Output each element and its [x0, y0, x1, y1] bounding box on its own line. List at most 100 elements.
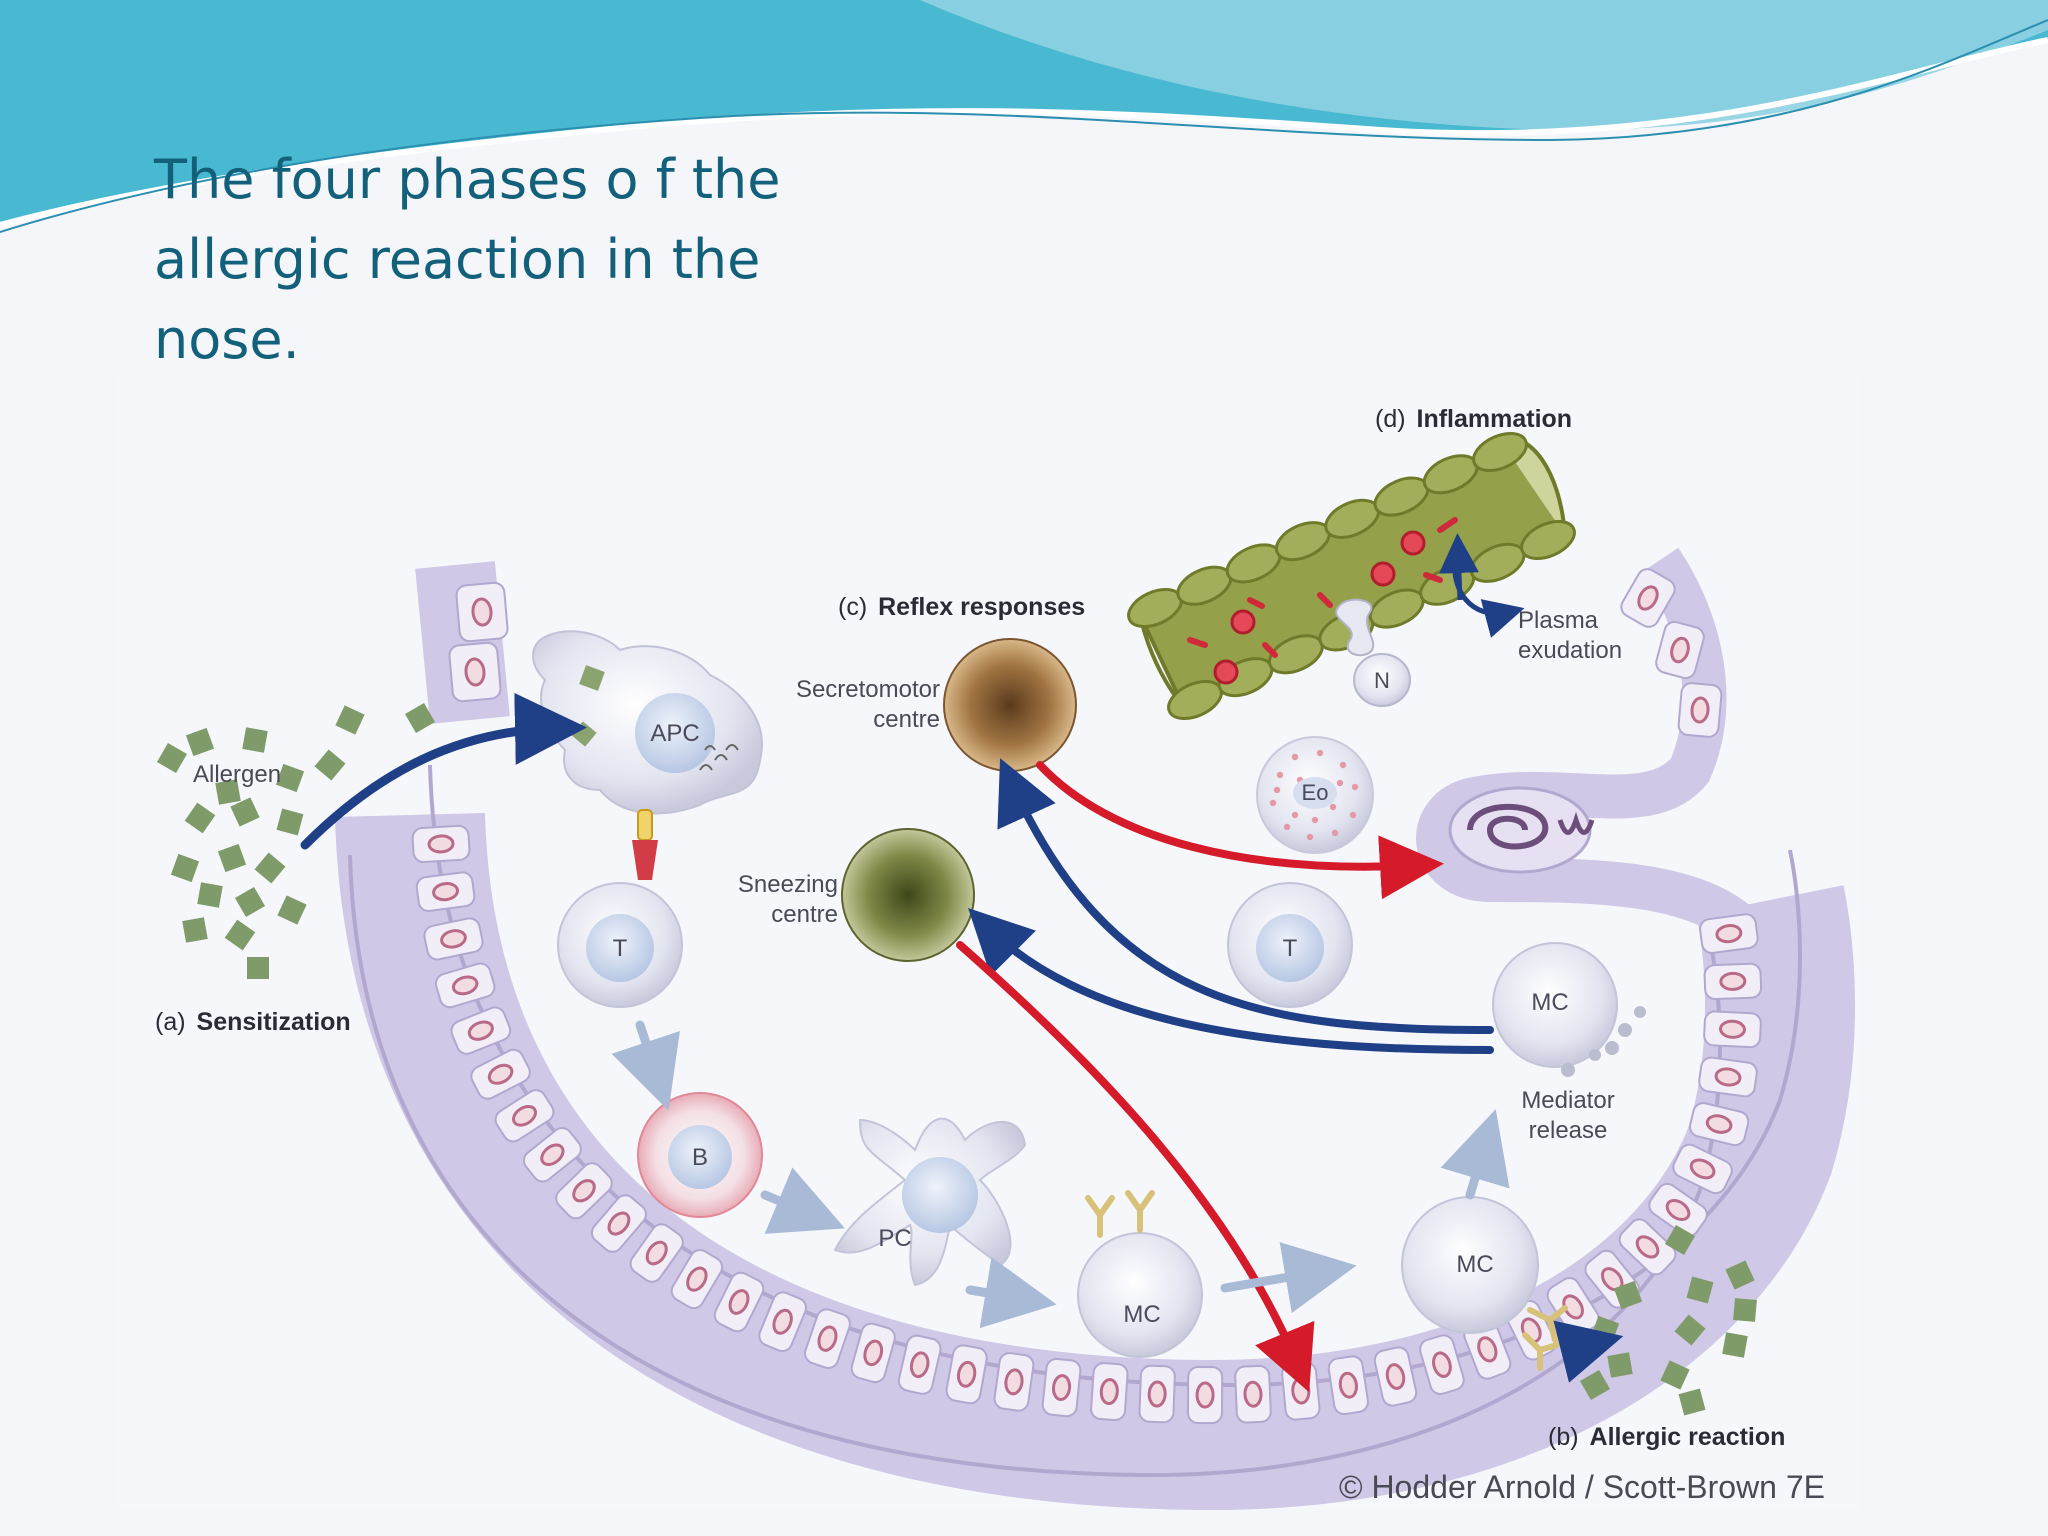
mc-to-mc-arrow — [1220, 1242, 1357, 1314]
phase-b-letter: (b) — [1548, 1423, 1579, 1451]
epithelial-cell — [448, 641, 502, 703]
allergen-particle — [314, 749, 346, 781]
apc-label: APC — [650, 720, 699, 747]
mediator-label-2: release — [1529, 1117, 1608, 1144]
allergen-particle — [1725, 1260, 1755, 1290]
phase-d-letter: (d) — [1375, 405, 1406, 433]
epithelial-cell — [670, 1249, 724, 1310]
allergen-particle — [184, 802, 216, 834]
allergen-particle — [1722, 1332, 1748, 1358]
allergen-particle — [224, 919, 256, 951]
epithelial-cell — [1373, 1346, 1418, 1407]
granule — [1276, 771, 1284, 779]
allergen-particle — [1674, 1314, 1706, 1346]
allergen-particle — [1607, 1352, 1633, 1378]
mast-cell-1-label: MC — [1123, 1301, 1160, 1328]
granule — [1336, 779, 1344, 787]
allergen-label: Allergen — [193, 761, 281, 788]
granule — [1339, 761, 1347, 769]
submucosal-gland — [1448, 786, 1595, 874]
mast-cell-3: MC — [1492, 942, 1646, 1077]
mast-cell-3-label: MC — [1531, 989, 1568, 1016]
blood-vessel — [1127, 431, 1576, 721]
endothelial-cell — [1520, 519, 1576, 561]
phase-b-label: Allergic reaction — [1590, 1423, 1786, 1451]
secretomotor-centre — [943, 638, 1077, 772]
plasma-cell-label: PC — [878, 1225, 911, 1252]
phase-a-heading: (a) Sensitization — [155, 1008, 351, 1036]
plasma-label-2: exudation — [1518, 637, 1622, 664]
secretomotor-label-1: Secretomotor — [796, 676, 940, 703]
epithelial-cell — [1138, 1364, 1176, 1424]
mediator-to-sneezing-arrow — [968, 908, 1494, 1054]
b-cell-label: B — [692, 1144, 708, 1171]
arrows — [300, 692, 1624, 1393]
sneezing-to-epithelium-arrow — [956, 941, 1315, 1393]
pc-to-mc-arrow — [965, 1257, 1057, 1329]
phase-c-label: Reflex responses — [878, 593, 1085, 621]
secretomotor-to-gland-arrow — [1036, 761, 1444, 900]
t-cell-label: T — [613, 935, 628, 962]
diagram-labels: Allergen Secretomotor centre Sneezing ce… — [193, 607, 1622, 1144]
mast-cell-2-label: MC — [1456, 1251, 1493, 1278]
epithelial-cell — [1688, 1102, 1750, 1147]
granule — [1273, 786, 1281, 794]
epithelial-cell — [1186, 1365, 1224, 1425]
epithelial-cell — [850, 1322, 896, 1384]
granule — [1331, 829, 1339, 837]
allergen-particle — [185, 727, 215, 757]
allergen-particle — [230, 797, 260, 827]
epithelial-cell — [804, 1308, 851, 1369]
mediator-release-arrow — [1440, 1109, 1510, 1200]
phase-a-label: Sensitization — [197, 1008, 351, 1036]
granule — [1283, 823, 1291, 831]
epithelial-cell — [1677, 682, 1723, 738]
epithelial-cell — [522, 1127, 582, 1183]
phase-c-letter: (c) — [838, 593, 867, 621]
epithelial-cell — [494, 1089, 555, 1143]
epithelial-cell — [1041, 1357, 1082, 1418]
epithelial-cell — [1463, 1319, 1512, 1380]
allergen-particle — [1686, 1276, 1714, 1304]
header-wave — [0, 0, 2048, 233]
allergen-particle — [234, 886, 266, 918]
plasma-up-arrow — [1438, 533, 1479, 601]
epithelial-cell — [455, 581, 509, 643]
allergen-particle — [276, 808, 304, 836]
t-cell-2-label: T — [1283, 935, 1298, 962]
b-cell: B — [637, 1092, 763, 1218]
b-to-pc-arrow — [760, 1167, 845, 1234]
sneezing-label-1: Sneezing — [738, 871, 838, 898]
epithelial-cell — [629, 1223, 684, 1283]
sensitization-arrow — [300, 692, 587, 850]
allergen-particle — [254, 852, 286, 884]
allergen-particle — [335, 705, 365, 735]
phase-c-heading: (c) Reflex responses — [838, 593, 1085, 621]
granule — [1349, 811, 1357, 819]
epithelial-cell — [1620, 568, 1676, 628]
mediator-to-secretomotor-arrow — [997, 758, 1494, 1034]
granule — [1311, 816, 1319, 824]
allergen-particle — [1678, 1388, 1706, 1416]
allergen-particle — [1664, 1224, 1696, 1256]
epithelial-cell — [450, 1006, 512, 1055]
phase-a-letter: (a) — [155, 1008, 186, 1036]
allergen-challenge-arrow — [1553, 1320, 1624, 1383]
phase-d-heading: (d) Inflammation — [1375, 405, 1572, 433]
epithelial-cell — [1419, 1334, 1465, 1395]
epithelial-cell — [470, 1048, 531, 1100]
allergen-particle — [1613, 1280, 1643, 1310]
granule — [1316, 749, 1324, 757]
epithelial-cell — [993, 1352, 1035, 1412]
granule — [1329, 803, 1337, 811]
epithelial-cell — [411, 824, 471, 864]
epithelial-cell — [1703, 1010, 1762, 1049]
epithelial-cell — [1703, 962, 1763, 1001]
eosinophil-cell: Eo — [1256, 736, 1374, 854]
tcr-mhc-link — [632, 809, 658, 880]
granule — [1351, 783, 1359, 791]
granule — [1291, 753, 1299, 761]
copyright-text: © Hodder Arnold / Scott-Brown 7E — [1339, 1469, 1825, 1505]
allergen-particle — [156, 742, 188, 774]
